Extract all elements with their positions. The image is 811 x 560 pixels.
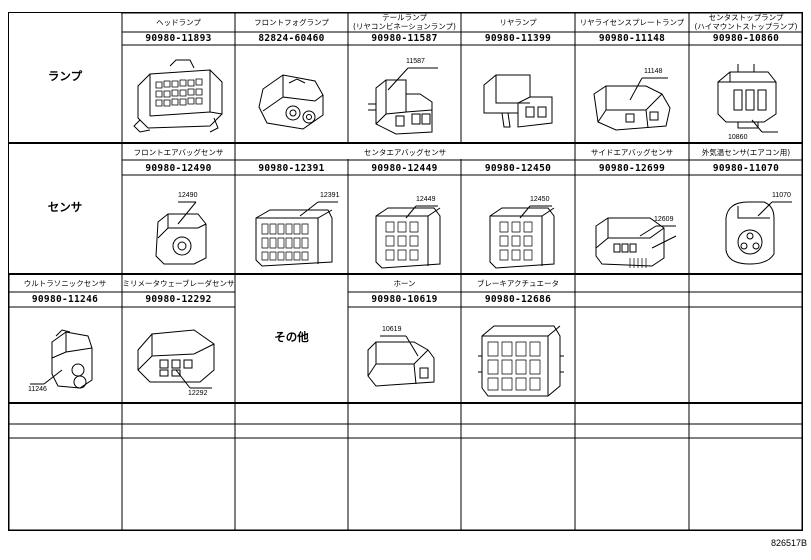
front-airbag-connector-drawing: 12490 (148, 188, 218, 268)
center-airbag-3-callout: 12450 (530, 196, 550, 203)
tail-label-2: (リヤコンビネーションランプ) (353, 22, 456, 31)
center-airbag-connector-3-drawing: 12450 (484, 194, 564, 272)
center-airbag-part-number-1: 90980-12391 (258, 163, 325, 174)
license-lamp-callout: 11148 (644, 68, 663, 75)
category-sensor: センサ (47, 200, 83, 214)
center-airbag-part-number-3: 90980-12450 (484, 163, 552, 174)
millimeter-connector-drawing: 12292 (130, 320, 226, 400)
horn-callout: 10619 (382, 326, 402, 333)
table-grid (8, 12, 803, 531)
outside-temp-connector-drawing: 11070 (714, 188, 794, 270)
outside-temp-part-number: 90980-11070 (712, 163, 780, 174)
headlamp-connector-drawing (130, 56, 228, 136)
brake-actuator-connector-drawing (474, 316, 566, 400)
brake-actuator-part-number: 90980-12686 (484, 294, 552, 305)
center-airbag-connector-1-drawing: 12391 (248, 190, 340, 270)
category-lamp: ランプ (47, 69, 83, 83)
center-airbag-label: センタエアバッグセンサ (363, 148, 447, 157)
millimeter-label: ミリメータウェーブレーダセンサ (122, 279, 235, 288)
connector-table: ランプ センサ その他 ヘッドランプ 90980-11893 フロントフォグラン… (8, 12, 807, 548)
rear-lamp-part-number: 90980-11399 (484, 33, 552, 44)
center-airbag-part-number-2: 90980-12449 (371, 163, 438, 174)
tail-label-1: テールランプ (382, 13, 427, 22)
front-airbag-label: フロントエアバッグセンサ (133, 148, 224, 157)
ultrasonic-connector-drawing: 11246 (22, 324, 108, 400)
millimeter-part-number: 90980-12292 (145, 294, 212, 305)
center-stop-part-number: 90980-10860 (712, 33, 780, 44)
headlamp-label: ヘッドランプ (156, 18, 201, 27)
center-stop-label-1: センタストップランプ (708, 13, 784, 22)
category-other: その他 (274, 330, 309, 344)
license-lamp-label: リヤライセンスプレートランプ (579, 18, 685, 27)
center-stop-callout: 10860 (728, 134, 748, 141)
center-stop-connector-drawing: 10860 (708, 56, 788, 141)
brake-actuator-label: ブレーキアクチュエータ (476, 279, 560, 288)
ultrasonic-callout: 11246 (28, 386, 47, 393)
front-airbag-callout: 12490 (178, 192, 198, 199)
ultrasonic-label: ウルトラソニックセンサ (23, 279, 107, 288)
millimeter-callout: 12292 (188, 390, 208, 397)
tail-lamp-connector-drawing: 11587 (356, 54, 456, 138)
license-lamp-connector-drawing: 11148 (586, 64, 681, 138)
ultrasonic-part-number: 90980-11246 (31, 294, 99, 305)
headlamp-part-number: 90980-11893 (145, 33, 212, 44)
front-fog-connector-drawing (253, 67, 333, 137)
center-airbag-connector-2-drawing: 12449 (370, 194, 450, 272)
horn-connector-drawing: 10619 (358, 324, 454, 396)
side-airbag-connector-drawing: 12609 (590, 208, 682, 270)
side-airbag-label: サイドエアバッグセンサ (590, 148, 674, 157)
tail-lamp-callout: 11587 (406, 58, 425, 65)
side-airbag-part-number: 90980-12699 (598, 163, 666, 174)
outside-temp-label: 外気温センサ(エアコン用) (701, 148, 791, 157)
figure-code: 826517B (770, 538, 807, 548)
outside-temp-callout: 11070 (772, 192, 791, 199)
front-fog-part-number: 82824-60460 (258, 33, 325, 44)
front-fog-label: フロントフォグランプ (254, 18, 329, 27)
rear-lamp-connector-drawing (478, 67, 560, 137)
horn-part-number: 90980-10619 (371, 294, 438, 305)
center-stop-label-2: (ハイマウントストップランプ) (694, 22, 798, 31)
horn-label: ホーン (393, 279, 416, 288)
side-airbag-callout: 12609 (654, 216, 674, 223)
rear-lamp-label: リヤランプ (499, 18, 537, 27)
center-airbag-1-callout: 12391 (320, 192, 340, 199)
center-airbag-2-callout: 12449 (416, 196, 436, 203)
license-lamp-part-number: 90980-11148 (598, 33, 666, 44)
tail-part-number: 90980-11587 (371, 33, 438, 44)
front-airbag-part-number: 90980-12490 (145, 163, 212, 174)
